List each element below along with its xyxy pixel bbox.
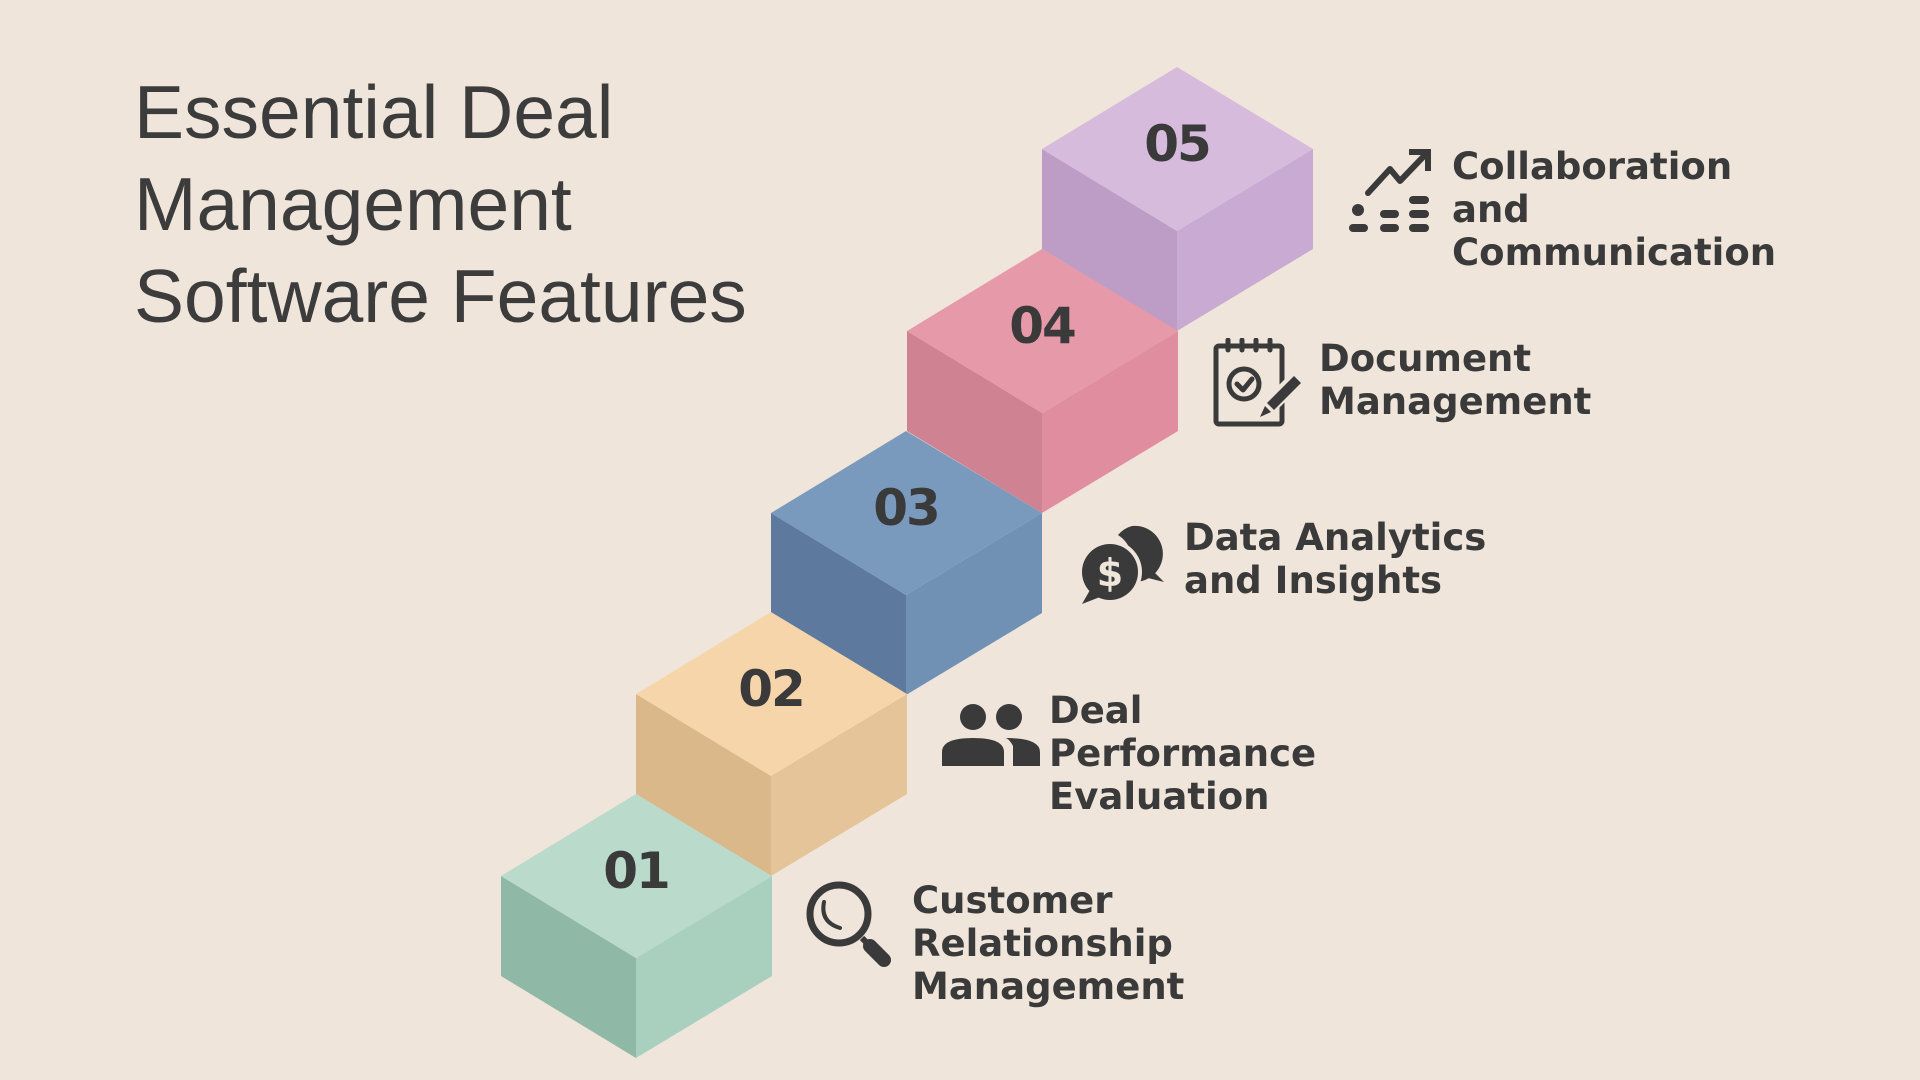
people-icon [942,704,1040,766]
cube-03-left-face [771,513,906,695]
cube-03-right-face [906,513,1042,695]
step-02-line-1: Deal [1049,689,1143,732]
step-label-04: Document Management [1319,337,1591,423]
step-cube-03: 03 [771,431,1042,695]
title-line-2: Management [134,162,572,246]
step-number-02: 02 [738,660,804,718]
step-03-line-1: Data Analytics [1184,516,1487,559]
cube-02-top-face [636,612,907,776]
growth-chart-icon [1349,149,1431,232]
title-line-1: Essential Deal [134,70,614,154]
step-03-line-2: and Insights [1184,559,1443,602]
step-04-line-2: Management [1319,380,1592,423]
step-04-line-1: Document [1319,337,1532,380]
step-number-04: 04 [1009,297,1075,355]
step-label-02: Deal Performance Evaluation [1049,689,1316,818]
cube-02-right-face [771,694,907,876]
step-cube-04: 04 [907,249,1178,513]
checklist-pencil-icon [1213,338,1304,427]
cube-05-top-face [1042,67,1313,231]
step-01-line-3: Management [912,965,1185,1008]
step-number-01: 01 [603,842,669,900]
cube-02-left-face [636,694,771,876]
step-01-line-1: Customer [912,879,1113,922]
cube-04-right-face [1042,331,1178,513]
step-05-line-1: Collaboration [1452,145,1733,188]
page-title: Essential Deal Management Software Featu… [134,66,747,342]
step-05-line-2: and [1452,188,1530,231]
cube-05-right-face [1177,149,1313,331]
dollar-chat-bubbles-icon: $ [1078,525,1164,604]
step-number-03: 03 [873,479,939,537]
cube-04-left-face [907,331,1042,513]
step-cube-02: 02 [636,612,907,876]
step-label-03: Data Analytics and Insights [1184,516,1486,602]
magnifying-glass-icon [806,881,891,967]
step-label-01: Customer Relationship Management [912,879,1184,1008]
cube-01-right-face [636,876,772,1058]
step-01-line-2: Relationship [912,922,1173,965]
step-02-line-2: Performance [1049,732,1317,775]
step-number-05: 05 [1144,115,1210,173]
cube-04-top-face [907,249,1178,413]
step-cube-01: 01 [501,794,772,1058]
cube-01-top-face [501,794,772,958]
svg-text:$: $ [1097,551,1123,595]
cube-03-top-face [771,431,1042,595]
step-05-line-3: Communication [1452,231,1777,274]
step-label-05: Collaboration and Communication [1452,145,1776,274]
cube-01-left-face [501,876,636,1058]
cube-05-left-face [1042,149,1177,331]
title-line-3: Software Features [134,254,747,338]
step-02-line-3: Evaluation [1049,775,1270,818]
step-cube-05: 05 [1042,67,1313,331]
